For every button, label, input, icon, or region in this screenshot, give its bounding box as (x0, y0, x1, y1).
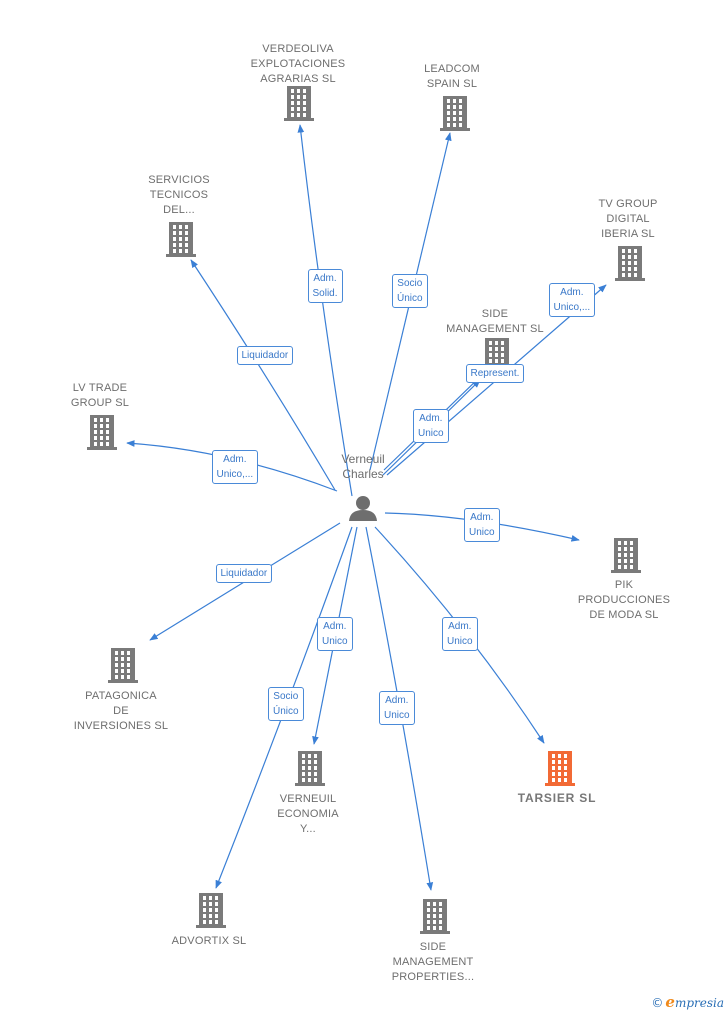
edge-label-sidemgmt[interactable]: Represent. (465, 363, 525, 383)
company-label-pik[interactable]: PIK PRODUCCIONES DE MODA SL (577, 579, 671, 621)
building-icon-leadcom[interactable] (440, 96, 470, 131)
company-label-patagonica[interactable]: PATAGONICA DE INVERSIONES SL (73, 690, 169, 732)
building-icon-patagonica[interactable] (108, 648, 138, 683)
edge-label-sidemgmt[interactable]: Adm. Unico (413, 409, 449, 443)
company-label-tarsier[interactable]: TARSIER SL (517, 791, 597, 805)
person-name-label[interactable]: Verneuil Charles (341, 452, 385, 481)
edge-label-tvgroup[interactable]: Adm. Unico,... (548, 283, 596, 317)
edge-label-advortix[interactable]: Socio Único (268, 687, 304, 721)
company-label-leadcom[interactable]: LEADCOM SPAIN SL (424, 63, 480, 90)
brand-name: mpresia (674, 996, 724, 1010)
edge-label-pik[interactable]: Adm. Unico (464, 508, 500, 542)
company-label-verneuil[interactable]: VERNEUIL ECONOMIA Y... (277, 793, 339, 835)
company-label-advortix[interactable]: ADVORTIX SL (171, 935, 247, 947)
company-label-sideprop[interactable]: SIDE MANAGEMENT PROPERTIES... (391, 941, 475, 983)
nodes-layer (87, 86, 645, 934)
copyright-symbol: © (651, 996, 664, 1010)
edge-label-verdeoliva[interactable]: Adm. Solid. (307, 269, 343, 303)
company-label-servicios[interactable]: SERVICIOS TECNICOS DEL... (148, 174, 210, 216)
edge-label-leadcom[interactable]: Socio Único (392, 274, 428, 308)
edge-label-patagonica[interactable]: Liquidador (215, 563, 273, 583)
company-label-tvgroup[interactable]: TV GROUP DIGITAL IBERIA SL (598, 198, 658, 240)
person-icon[interactable] (349, 496, 377, 521)
edge-verdeoliva (297, 124, 353, 497)
edge-label-tarsier[interactable]: Adm. Unico (442, 617, 478, 651)
brand-e-letter: e (665, 993, 675, 1011)
building-icon-verdeoliva[interactable] (284, 86, 314, 121)
building-icon-lvtrade[interactable] (87, 415, 117, 450)
edge-label-lvtrade[interactable]: Adm. Unico,... (211, 450, 259, 484)
edge-label-servicios[interactable]: Liquidador (236, 345, 294, 365)
building-icon-servicios[interactable] (166, 222, 196, 257)
building-icon-tarsier[interactable] (545, 751, 575, 786)
building-icon-tvgroup[interactable] (615, 246, 645, 281)
building-icon-verneuil[interactable] (295, 751, 325, 786)
building-icon-sideprop[interactable] (420, 899, 450, 934)
edge-servicios (190, 259, 336, 491)
building-icon-pik[interactable] (611, 538, 641, 573)
edge-label-verneuil[interactable]: Adm. Unico (317, 617, 353, 651)
company-label-verdeoliva[interactable]: VERDEOLIVA EXPLOTACIONES AGRARIAS SL (250, 43, 346, 85)
brand-footer: ©empresia (651, 993, 724, 1011)
edge-label-sideprop[interactable]: Adm. Unico (379, 691, 415, 725)
building-icon-advortix[interactable] (196, 893, 226, 928)
company-label-sidemgmt[interactable]: SIDE MANAGEMENT SL (446, 308, 544, 335)
company-label-lvtrade[interactable]: LV TRADE GROUP SL (70, 382, 130, 409)
